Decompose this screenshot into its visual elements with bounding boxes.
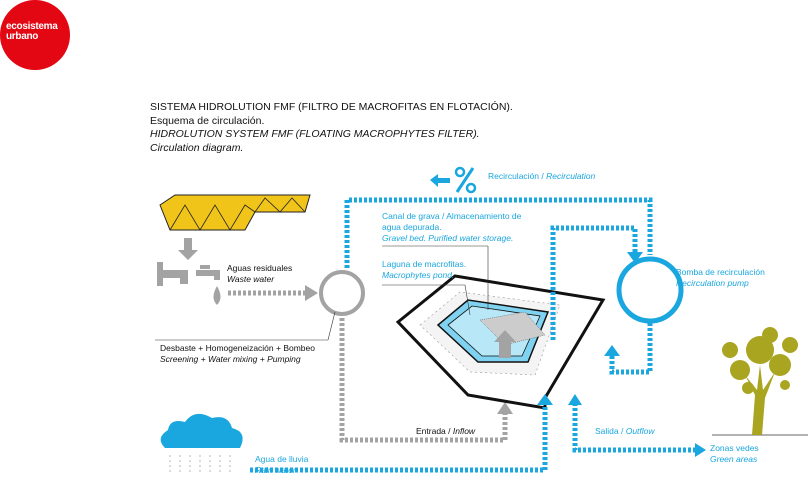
percent-icon: [430, 166, 477, 194]
rain-cloud-icon: [160, 413, 243, 475]
recirculation-label: Recirculación / Recirculation: [488, 171, 596, 181]
down-arrow-icon: [178, 238, 198, 260]
faucet-icon: [157, 262, 221, 305]
subtitle-en: Circulation diagram.: [150, 141, 244, 154]
subtitle-es: Esquema de circulación.: [150, 114, 265, 127]
pond-label: Laguna de macrofitas.Macrophytes pond.: [382, 259, 467, 280]
title-en: HIDROLUTION SYSTEM FMF (FLOATING MACROPH…: [150, 128, 480, 140]
logo-text-1: ecosistema: [6, 21, 58, 32]
macrophyte-pond: [395, 274, 606, 410]
screening-tank-icon: [319, 270, 365, 316]
diagram-title: SISTEMA HIDROLUTION FMF (FILTRO DE MACRO…: [150, 101, 513, 155]
rain-path: [250, 405, 548, 473]
pump-return-path: [550, 225, 638, 340]
logo-text-2: urbano: [6, 31, 39, 42]
outflow-label: Salida / Outflow: [595, 426, 655, 436]
recirculation-pump-icon: [616, 256, 684, 324]
outflow-path: [572, 398, 695, 453]
title-es: SISTEMA HIDROLUTION FMF (FILTRO DE MACRO…: [150, 101, 513, 113]
roof-collector-icon: [159, 194, 311, 231]
tree-icon: [712, 327, 808, 436]
inflow-label: Entrada / Inflow: [416, 426, 476, 436]
inflow-path: [339, 318, 508, 443]
